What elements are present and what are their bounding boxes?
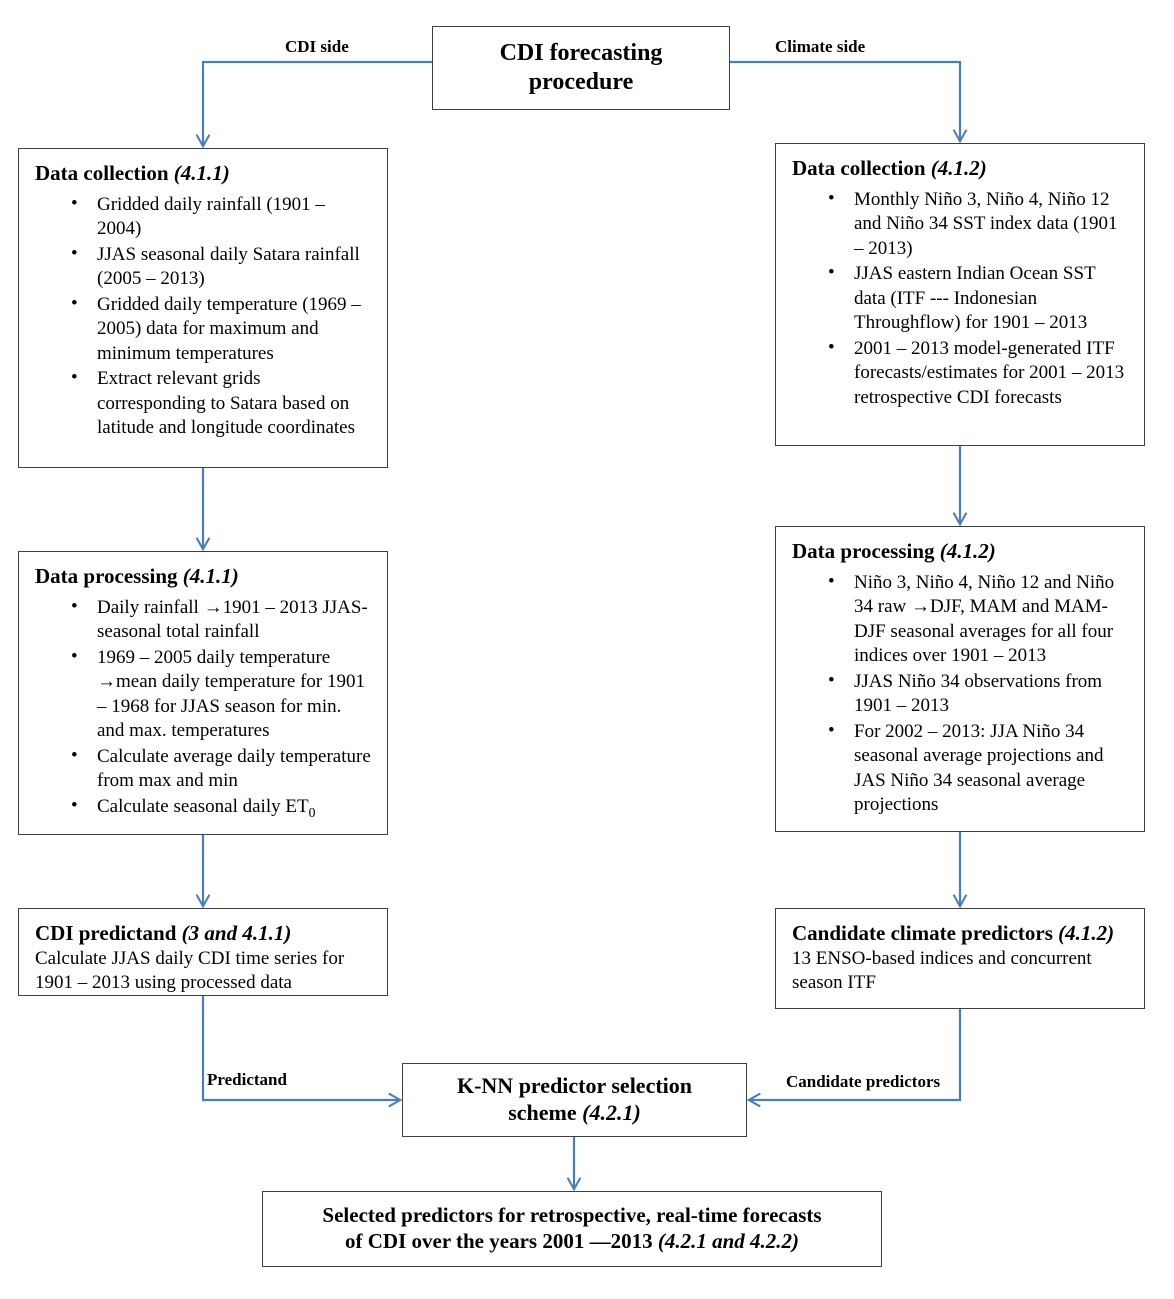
node-section-ref: (4.1.1) xyxy=(173,161,230,185)
node-data-collection-right[interactable]: Data collection (4.1.2) Monthly Niño 3, … xyxy=(775,143,1145,446)
node-candidate-climate-predictors[interactable]: Candidate climate predictors (4.1.2) 13 … xyxy=(775,908,1145,1009)
list-item: Daily rainfall →1901 – 2013 JJAS-seasona… xyxy=(71,595,371,645)
node-section-ref: (4.1.1) xyxy=(182,564,239,588)
bullet-list: Monthly Niño 3, Niño 4, Niño 12 and Niño… xyxy=(792,187,1128,411)
node-title-text: Data collection xyxy=(792,156,931,180)
node-title: Candidate climate predictors (4.1.2) xyxy=(792,921,1128,947)
node-title-text: Candidate climate predictors xyxy=(792,921,1053,945)
node-section-ref: (3 and 4.1.1) xyxy=(181,921,292,945)
edge-root-to-data-collection-left xyxy=(195,60,432,149)
list-item: Extract relevant grids corresponding to … xyxy=(71,366,371,441)
bullet-list: Daily rainfall →1901 – 2013 JJAS-seasona… xyxy=(35,595,371,821)
root-title-line2: procedure xyxy=(528,69,634,95)
node-data-collection-left[interactable]: Data collection (4.1.1) Gridded daily ra… xyxy=(18,148,388,468)
node-section-ref: (4.1.2) xyxy=(930,156,987,180)
node-title: Data processing (4.1.1) xyxy=(35,564,371,590)
bullet-list: Gridded daily rainfall (1901 – 2004) JJA… xyxy=(35,192,371,441)
node-body-text: Calculate JJAS daily CDI time series for… xyxy=(35,947,345,994)
list-item-et0: Calculate seasonal daily ET0 xyxy=(71,794,371,821)
list-item: Gridded daily rainfall (1901 – 2004) xyxy=(71,192,371,242)
node-title: Data processing (4.1.2) xyxy=(792,539,1128,565)
knn-title-line1: K-NN predictor selection xyxy=(456,1073,693,1099)
list-item: Gridded daily temperature (1969 – 2005) … xyxy=(71,292,371,367)
final-title-line1: Selected predictors for retrospective, r… xyxy=(322,1203,822,1228)
et0-subscript: 0 xyxy=(308,804,316,820)
list-item: Calculate average daily temperature from… xyxy=(71,744,371,794)
list-item: 2001 – 2013 model-generated ITF forecast… xyxy=(828,336,1128,411)
node-knn-predictor-selection-scheme[interactable]: K-NN predictor selection scheme (4.2.1) xyxy=(402,1063,747,1137)
node-data-processing-right[interactable]: Data processing (4.1.2) Niño 3, Niño 4, … xyxy=(775,526,1145,832)
node-title: Data collection (4.1.2) xyxy=(792,156,1128,182)
list-item-text: Calculate seasonal daily ET xyxy=(97,795,309,817)
list-item: Monthly Niño 3, Niño 4, Niño 12 and Niño… xyxy=(828,187,1128,262)
node-cdi-predictand[interactable]: CDI predictand (3 and 4.1.1) Calculate J… xyxy=(18,908,388,996)
node-title: CDI predictand (3 and 4.1.1) xyxy=(35,921,371,947)
edge-label-climate-side: Climate side xyxy=(775,37,866,56)
list-item: JJAS seasonal daily Satara rainfall (200… xyxy=(71,242,371,292)
knn-title-text: scheme xyxy=(508,1100,583,1125)
node-section-ref: (4.1.2) xyxy=(939,539,996,563)
final-title-line2: of CDI over the years 2001 —2013 (4.2.1 … xyxy=(322,1229,821,1255)
final-title-text: of CDI over the years 2001 —2013 xyxy=(345,1229,658,1253)
node-data-processing-left[interactable]: Data processing (4.1.1) Daily rainfall →… xyxy=(18,551,388,835)
edge-label-cdi-side: CDI side xyxy=(285,37,349,56)
node-title-text: Data processing xyxy=(35,564,183,588)
node-section-ref: (4.2.1) xyxy=(582,1100,641,1125)
list-item: Niño 3, Niño 4, Niño 12 and Niño 34 raw … xyxy=(828,570,1128,669)
list-item: JJAS Niño 34 observations from 1901 – 20… xyxy=(828,669,1128,719)
edge-label-candidate-predictors: Candidate predictors xyxy=(786,1072,941,1091)
list-item: 1969 – 2005 daily temperature →mean dail… xyxy=(71,645,371,744)
list-item: JJAS eastern Indian Ocean SST data (ITF … xyxy=(828,261,1128,336)
knn-title-line2: scheme (4.2.1) xyxy=(457,1100,692,1127)
node-body-text: 13 ENSO-based indices and concurrent sea… xyxy=(792,947,1092,994)
node-selected-predictors[interactable]: Selected predictors for retrospective, r… xyxy=(262,1191,882,1267)
node-title-text: Data collection xyxy=(35,161,174,185)
edge-label-predictand: Predictand xyxy=(207,1070,287,1089)
edge-root-to-data-collection-right xyxy=(730,60,968,144)
root-title-line1: CDI forecasting xyxy=(499,39,663,66)
node-cdi-forecasting-procedure[interactable]: CDI forecasting procedure xyxy=(432,26,730,110)
node-title-text: Data processing xyxy=(792,539,940,563)
node-title-text: CDI predictand xyxy=(35,921,182,945)
list-item: For 2002 – 2013: JJA Niño 34 seasonal av… xyxy=(828,719,1128,818)
node-section-ref: (4.1.2) xyxy=(1058,921,1115,945)
bullet-list: Niño 3, Niño 4, Niño 12 and Niño 34 raw … xyxy=(792,570,1128,818)
node-title: Data collection (4.1.1) xyxy=(35,161,371,187)
node-section-ref: (4.2.1 and 4.2.2) xyxy=(657,1229,799,1253)
